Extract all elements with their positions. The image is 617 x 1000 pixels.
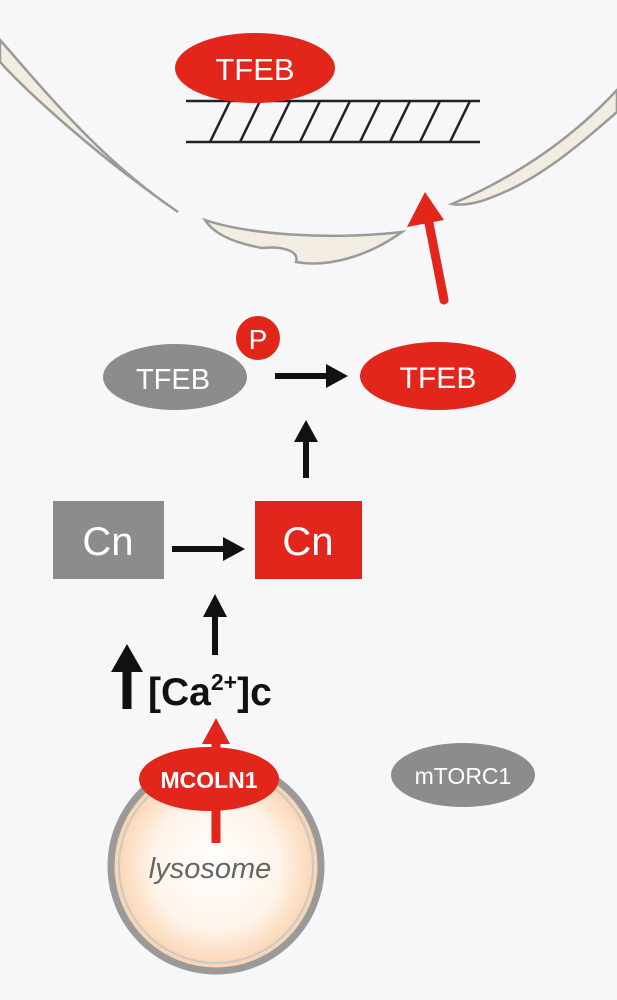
cn-to-tfeb-arrow [294, 420, 318, 478]
calcium-superscript: 2+ [211, 669, 237, 695]
calcium-prefix: [Ca [148, 671, 211, 714]
tfeb-phosphorylated-label: TFEB [136, 364, 210, 396]
nuclear-envelope-left [0, 38, 179, 214]
calcium-suffix: ]c [237, 671, 272, 714]
tfeb-nuclear-label: TFEB [215, 52, 294, 87]
nuclear-translocation-arrow [407, 192, 449, 305]
cn-inactive-label: Cn [82, 520, 133, 564]
cn-active-node: Cn [255, 501, 362, 579]
phosphate-badge-label: P [249, 324, 268, 355]
calcium-to-cn-arrow [203, 594, 227, 655]
cn-inactive-node: Cn [53, 501, 164, 579]
nuclear-envelope-right [447, 88, 617, 206]
nuclear-envelope-bottom [202, 217, 407, 265]
tfeb-active-node: TFEB [360, 342, 516, 410]
mtorc1-label: mTORC1 [415, 763, 512, 789]
tfeb-nuclear-node: TFEB [175, 33, 335, 103]
calcium-increase-arrow-icon [111, 644, 143, 709]
mcoln1-channel-node: MCOLN1 [139, 747, 279, 811]
dna-ladder-icon [186, 99, 480, 144]
tfeb-phosphorylated-node: TFEB [103, 344, 247, 410]
lysosome-label: lysosome [149, 853, 272, 885]
cn-active-label: Cn [282, 520, 333, 564]
calcium-label: [Ca2+]c [148, 669, 272, 714]
cn-activation-arrow [172, 537, 245, 561]
mtorc1-node: mTORC1 [391, 743, 535, 807]
dephosphorylation-arrow [275, 364, 348, 388]
phosphate-badge: P [234, 314, 282, 362]
mcoln1-label: MCOLN1 [160, 767, 257, 793]
tfeb-active-label: TFEB [400, 362, 477, 395]
